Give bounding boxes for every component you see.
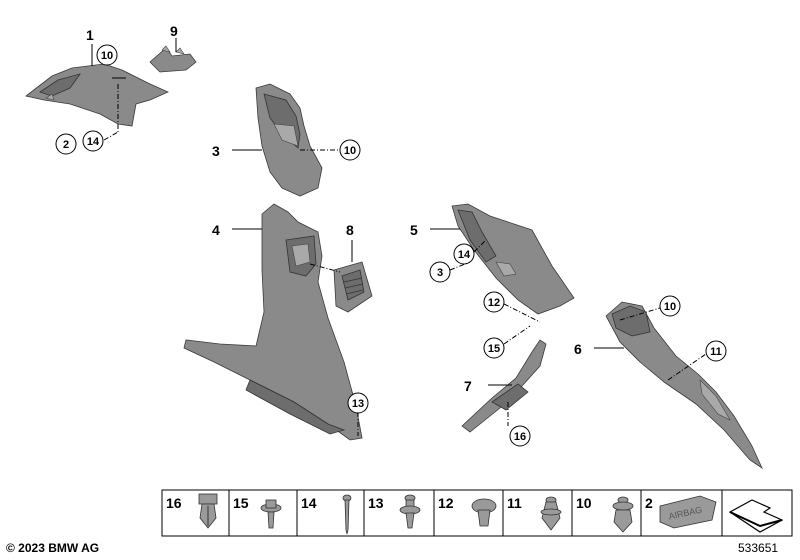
callout-7: 7 xyxy=(464,378,472,394)
legend-label-16: 16 xyxy=(166,495,182,511)
callout-14-circle-b: 14 xyxy=(453,243,475,265)
svg-text:10: 10 xyxy=(101,50,113,62)
legend-label-14: 14 xyxy=(301,495,317,511)
screw-14-icon xyxy=(342,494,352,535)
legend-label-10: 10 xyxy=(576,495,592,511)
part-1-a-pillar-trim[interactable] xyxy=(25,63,169,127)
callout-1: 1 xyxy=(86,27,94,43)
callout-3: 3 xyxy=(212,143,220,159)
callout-8: 8 xyxy=(346,222,354,238)
callout-2-circle-a: 2 xyxy=(55,133,77,155)
part-3-upper-b-pillar-trim[interactable] xyxy=(255,83,323,197)
callout-11-circle: 11 xyxy=(705,340,727,362)
callout-15-circle: 15 xyxy=(483,337,505,359)
legend-label-13: 13 xyxy=(368,495,384,511)
legend-label-11: 11 xyxy=(507,495,522,511)
svg-text:2: 2 xyxy=(63,139,69,151)
document-number: 533651 xyxy=(738,541,779,555)
svg-text:10: 10 xyxy=(344,145,356,157)
screw-15-icon xyxy=(260,499,282,529)
callout-5: 5 xyxy=(410,222,418,238)
legend-label-15: 15 xyxy=(233,495,249,511)
part-9-bracket[interactable] xyxy=(149,45,197,73)
svg-text:14: 14 xyxy=(87,136,100,148)
hardware-legend: 16 15 14 13 12 11 10 2 xyxy=(161,489,793,537)
callout-10-circle-c: 10 xyxy=(659,295,681,317)
legend-label-2: 2 xyxy=(645,495,653,511)
part-7-trim-strip[interactable] xyxy=(461,339,547,433)
callout-16-circle: 16 xyxy=(509,425,531,447)
legend-label-12: 12 xyxy=(438,495,454,511)
rivet-12-icon xyxy=(471,498,497,527)
svg-text:15: 15 xyxy=(488,343,500,355)
clip-16-icon xyxy=(198,493,218,529)
svg-text:11: 11 xyxy=(710,346,722,358)
callout-4: 4 xyxy=(212,222,220,238)
part-6-d-pillar-trim[interactable] xyxy=(605,301,763,470)
svg-text:13: 13 xyxy=(352,398,364,410)
callout-13-circle: 13 xyxy=(347,392,369,414)
svg-text:3: 3 xyxy=(437,267,443,279)
callout-3-circle-b: 3 xyxy=(429,261,451,283)
part-8-air-vent[interactable] xyxy=(333,261,373,313)
svg-text:12: 12 xyxy=(488,297,500,309)
callout-9: 9 xyxy=(170,23,178,39)
callout-10-circle-b: 10 xyxy=(339,139,361,161)
copyright-text: © 2023 BMW AG xyxy=(6,541,100,555)
callout-6: 6 xyxy=(574,341,582,357)
callout-10-circle-a: 10 xyxy=(96,44,118,66)
part-4-lower-b-pillar-trim[interactable] xyxy=(183,203,363,441)
clip-11-icon xyxy=(540,496,562,531)
svg-text:16: 16 xyxy=(514,431,526,443)
clip-10-icon xyxy=(612,496,634,533)
callout-14-circle-a: 14 xyxy=(82,130,104,152)
callout-12-circle: 12 xyxy=(483,291,505,313)
svg-text:10: 10 xyxy=(664,301,676,313)
part-5-c-pillar-trim[interactable] xyxy=(451,203,575,315)
screw-13-icon xyxy=(399,494,421,529)
svg-text:14: 14 xyxy=(458,249,471,261)
airbag-emblem-icon: AIRBAG xyxy=(659,495,717,529)
misc-part-symbol-icon xyxy=(728,499,784,533)
